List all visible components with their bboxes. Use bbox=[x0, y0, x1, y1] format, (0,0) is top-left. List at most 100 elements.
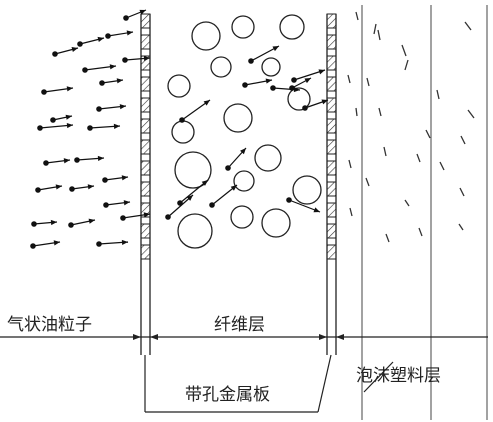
particle-arrowhead bbox=[113, 123, 120, 129]
oil-particle bbox=[209, 184, 238, 208]
particle-arrowhead bbox=[50, 219, 57, 226]
foam-dash bbox=[348, 159, 352, 169]
particle-arrowhead bbox=[203, 100, 210, 106]
particle-arrowhead bbox=[53, 240, 60, 246]
oil-particles bbox=[30, 9, 329, 249]
fiber-circle bbox=[292, 175, 322, 205]
plate-segment bbox=[140, 97, 151, 113]
fiber-circle bbox=[191, 21, 221, 51]
foam-dash bbox=[458, 223, 464, 231]
foam-dash bbox=[425, 129, 431, 139]
foam-dash bbox=[355, 11, 359, 21]
fiber-circle bbox=[233, 170, 255, 192]
fiber-circle bbox=[230, 205, 254, 229]
oil-particle bbox=[50, 114, 73, 123]
plate-segment bbox=[140, 160, 151, 176]
plate-segment bbox=[140, 118, 151, 134]
plate-segment bbox=[326, 181, 337, 197]
oil-particle bbox=[52, 46, 79, 57]
plate-segment bbox=[326, 139, 337, 155]
oil-particle bbox=[69, 184, 95, 192]
plate-segment bbox=[326, 244, 337, 260]
plate-segment bbox=[140, 223, 151, 239]
perforated-plate-label: 带孔金属板 bbox=[185, 385, 270, 405]
fiber-circle bbox=[261, 57, 281, 77]
foam-dash bbox=[373, 23, 377, 35]
fiber-circle bbox=[261, 208, 291, 238]
particle-arrowhead bbox=[143, 55, 150, 62]
plate-segment bbox=[326, 160, 337, 176]
particle-arrowhead bbox=[139, 9, 146, 15]
foam-dash bbox=[404, 199, 410, 207]
oil-particle bbox=[270, 85, 301, 93]
oil-particle bbox=[165, 194, 194, 220]
particle-arrowhead bbox=[143, 212, 150, 218]
particle-arrowhead bbox=[186, 195, 193, 201]
particle-arrowhead bbox=[88, 218, 95, 224]
particle-arrow-line bbox=[179, 179, 209, 204]
plate-segment bbox=[140, 139, 151, 155]
plate-segment bbox=[326, 223, 337, 239]
foam-leader-line bbox=[363, 361, 394, 393]
oil-particle bbox=[77, 36, 105, 47]
oil-particle bbox=[30, 240, 61, 249]
fiber-layer-label: 纤维层 bbox=[214, 315, 265, 335]
foam-dash bbox=[416, 153, 421, 163]
plate-segment bbox=[326, 202, 337, 218]
oil-particle bbox=[31, 219, 58, 227]
oil-particle bbox=[96, 104, 127, 112]
foam-dash bbox=[459, 187, 465, 197]
particle-arrowhead bbox=[119, 104, 126, 110]
foam-dash bbox=[383, 146, 387, 157]
plate-segment bbox=[140, 13, 151, 29]
fiber-circle bbox=[223, 103, 253, 133]
particle-arrowhead bbox=[65, 114, 72, 120]
foam-dash bbox=[349, 207, 353, 217]
particle-arrowhead bbox=[201, 180, 208, 186]
plate-segment bbox=[326, 76, 337, 92]
foam-dash bbox=[418, 227, 423, 237]
plate-segment bbox=[140, 244, 151, 260]
oil-particle bbox=[68, 218, 96, 228]
foam-dash bbox=[347, 74, 351, 84]
foam-dash bbox=[467, 109, 475, 119]
foam-dash bbox=[401, 44, 407, 57]
particle-arrowhead bbox=[63, 158, 70, 164]
particle-arrowhead bbox=[116, 78, 123, 84]
particle-arrowhead bbox=[87, 184, 94, 190]
oil-particle bbox=[35, 184, 63, 193]
oil-particle bbox=[99, 78, 124, 86]
foam-dash bbox=[377, 29, 381, 41]
particle-arrowhead bbox=[321, 99, 328, 105]
fiber-circle bbox=[167, 74, 191, 98]
particle-arrowhead bbox=[66, 122, 73, 129]
oil-particles-label: 气状油粒子 bbox=[7, 315, 92, 335]
fiber-circle bbox=[171, 120, 195, 144]
oil-particle bbox=[291, 69, 326, 83]
particle-arrowhead bbox=[313, 207, 320, 213]
particle-arrowhead bbox=[304, 78, 311, 84]
oil-particle bbox=[105, 30, 134, 39]
oil-particle bbox=[37, 122, 74, 131]
foam-layer-lines bbox=[361, 5, 488, 420]
plate-leader-lines bbox=[144, 354, 332, 413]
foam-dash bbox=[436, 89, 440, 100]
foam-dash bbox=[404, 59, 409, 71]
plate-segment bbox=[326, 97, 337, 113]
particle-arrowhead bbox=[240, 148, 246, 155]
foam-dashes bbox=[347, 11, 475, 243]
foam-dash bbox=[460, 135, 466, 145]
oil-particle bbox=[302, 99, 329, 111]
particle-arrowhead bbox=[272, 46, 279, 52]
fiber-circle bbox=[177, 213, 213, 249]
foam-dash bbox=[378, 107, 382, 117]
particle-arrowhead bbox=[230, 185, 237, 191]
particle-arrowhead bbox=[293, 86, 300, 93]
particle-arrowhead bbox=[265, 78, 272, 84]
particle-arrowhead bbox=[121, 175, 128, 181]
plate-segment bbox=[326, 13, 337, 29]
fiber-circles bbox=[167, 14, 322, 249]
particle-arrowhead bbox=[55, 184, 62, 190]
oil-particle bbox=[41, 86, 74, 95]
oil-particle bbox=[123, 9, 147, 21]
